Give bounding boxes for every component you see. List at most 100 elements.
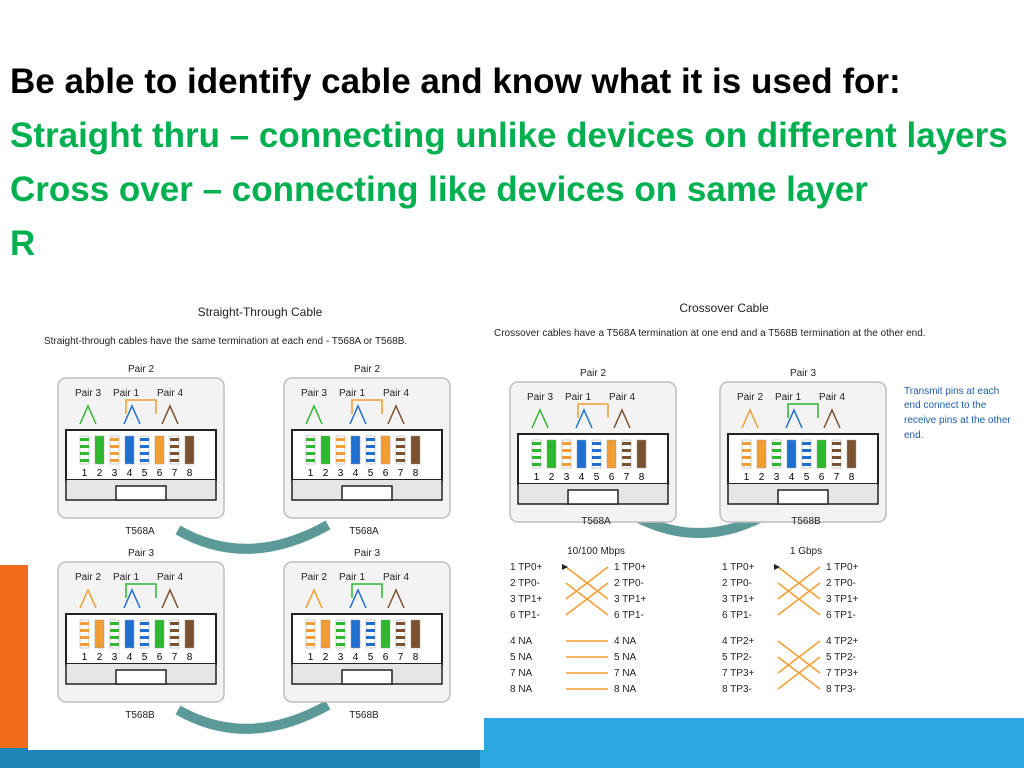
wire-stripe: [622, 442, 631, 445]
wire-stripe: [366, 629, 375, 632]
bullet-cross-over: Cross over – connecting like devices on …: [10, 170, 868, 209]
crossover-note: Transmit pins at each end connect to the…: [904, 386, 1011, 441]
wire-stripe: [140, 629, 149, 632]
pair-top-label: Pair 3: [128, 548, 155, 559]
wire: [305, 435, 316, 465]
wire: [94, 619, 105, 649]
pair-arc: [785, 408, 803, 429]
wire-stripe: [366, 459, 375, 462]
straight-through-svg: Straight-Through Cable Straight-through …: [44, 305, 451, 734]
pin-number: 6: [157, 468, 163, 479]
pinout-table-1-gbps: 1 TP0+2 TP0-3 TP1+6 TP1-4 TP2+5 TP2-7 TP…: [722, 562, 858, 695]
wire: [846, 439, 857, 469]
pair-top-label: Pair 3: [790, 368, 817, 379]
crossover-svg: Crossover Cable Crossover cables have a …: [494, 301, 1011, 695]
wire: [591, 439, 602, 469]
wire: [169, 619, 180, 649]
wire-stripe: [802, 463, 811, 466]
wire-stripe: [592, 449, 601, 452]
wire: [350, 619, 361, 649]
wire-stripe: [366, 438, 375, 441]
pair-label: Pair 4: [609, 392, 636, 403]
wire-stripe: [592, 456, 601, 459]
pair-label: Pair 2: [301, 572, 328, 583]
pin-number: 3: [564, 472, 570, 483]
pin-number: 6: [383, 468, 389, 479]
pinout-right-label: 5 NA: [614, 652, 637, 663]
speed-10-100: 10/100 Mbps: [567, 546, 625, 557]
pair-label: Pair 1: [113, 388, 140, 399]
pin-number: 8: [187, 468, 193, 479]
wire-stripe: [772, 463, 781, 466]
wire-stripe: [80, 629, 89, 632]
pair-arc: [387, 588, 405, 609]
pin-number: 3: [112, 468, 118, 479]
wire-stripe: [140, 636, 149, 639]
wire-stripe: [170, 452, 179, 455]
pair-arc: [123, 404, 141, 425]
pin-number: 2: [323, 652, 329, 663]
pin-number: 1: [534, 472, 540, 483]
wire-stripe: [306, 438, 315, 441]
pair-arc: [305, 588, 323, 609]
wire-stripe: [336, 438, 345, 441]
speed-1-gbps: 1 Gbps: [790, 546, 822, 557]
wire: [169, 435, 180, 465]
pinout-arrow: [777, 640, 821, 674]
pair-top-arc: [577, 403, 609, 418]
wire-stripe: [532, 463, 541, 466]
pinout-left-label: 4 TP2+: [722, 636, 754, 647]
pair-label: Pair 1: [113, 572, 140, 583]
wire-stripe: [110, 622, 119, 625]
pair-arc: [161, 404, 179, 425]
wire-stripe: [832, 442, 841, 445]
wire-stripe: [562, 449, 571, 452]
pinout-left-label: 7 NA: [510, 668, 533, 679]
pinout-left-label: 6 TP1-: [510, 610, 540, 621]
pinout-left-label: 2 TP0-: [722, 578, 752, 589]
pair-top-arc: [125, 583, 157, 598]
pinout-right-label: 3 TP1+: [826, 594, 858, 605]
wire: [380, 619, 391, 649]
pinout-right-label: 2 TP0-: [614, 578, 644, 589]
pair-top-arc: [351, 399, 383, 414]
pair-arc: [305, 404, 323, 425]
jack-latch: [341, 485, 393, 501]
wire-stripe: [80, 438, 89, 441]
pin-number: 5: [142, 652, 148, 663]
wire-stripe: [366, 622, 375, 625]
wire: [124, 619, 135, 649]
wire-stripe: [80, 459, 89, 462]
wire: [335, 619, 346, 649]
pair-label: Pair 4: [819, 392, 846, 403]
pair-arc: [823, 408, 841, 429]
wire-stripe: [562, 463, 571, 466]
wire-stripe: [306, 452, 315, 455]
wire-stripe: [772, 442, 781, 445]
wire-stripe: [110, 629, 119, 632]
wire-stripe: [170, 629, 179, 632]
pair-arc: [123, 588, 141, 609]
pin-number: 4: [127, 652, 133, 663]
wire-stripe: [140, 622, 149, 625]
pair-label: Pair 3: [75, 388, 102, 399]
wire-stripe: [366, 643, 375, 646]
pinout-arrow: [565, 582, 609, 616]
wire-stripe: [306, 459, 315, 462]
pair-label: Pair 1: [339, 572, 366, 583]
cable-bottom: [175, 700, 331, 734]
wire: [380, 435, 391, 465]
straight-title: Straight-Through Cable: [198, 305, 323, 319]
wire-stripe: [170, 622, 179, 625]
pin-number: 2: [549, 472, 555, 483]
pinout-table-10-100: 1 TP0+2 TP0-3 TP1+6 TP1-4 NA5 NA7 NA8 NA…: [510, 562, 646, 695]
pair-arc: [79, 404, 97, 425]
pinout-arrow: [777, 566, 821, 600]
wire-stripe: [110, 445, 119, 448]
pin-number: 2: [97, 468, 103, 479]
wire-stripe: [832, 463, 841, 466]
wire-stripe: [336, 622, 345, 625]
